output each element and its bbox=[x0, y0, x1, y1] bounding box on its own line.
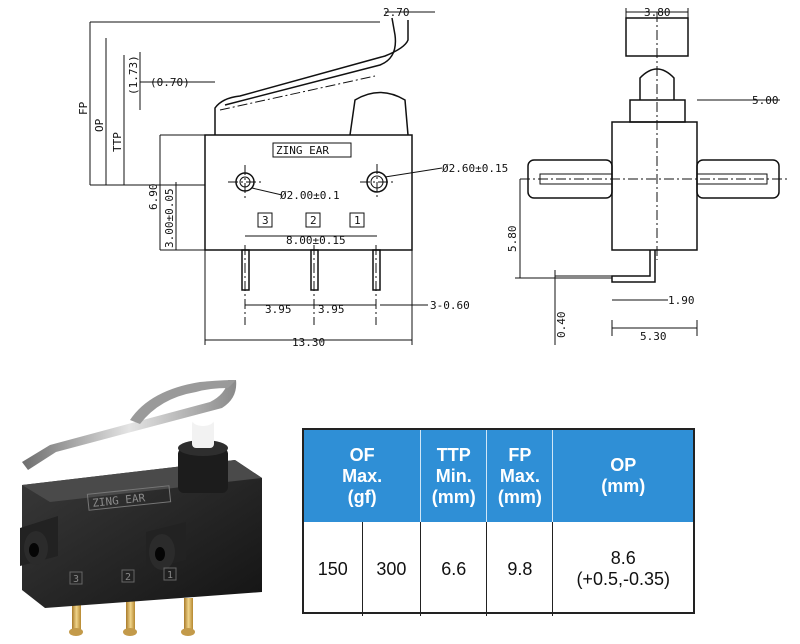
dim-hole-large: Ø2.60±0.15 bbox=[442, 162, 508, 175]
dim-ttp: TTP bbox=[111, 132, 124, 152]
dim-side-190: 1.90 bbox=[668, 294, 695, 307]
dim-fp: FP bbox=[77, 101, 90, 115]
photo-pin-3: 3 bbox=[73, 574, 79, 585]
header-ttp-line2: Min. bbox=[435, 465, 472, 486]
spec-value-row: 150 300 6.6 9.8 8.6 (+0.5,-0.35) bbox=[304, 522, 693, 616]
dim-lever-tip: (0.70) bbox=[150, 76, 190, 89]
dim-side-tube: 5.00 bbox=[752, 94, 779, 107]
switch-body-outline bbox=[204, 134, 413, 251]
cell-op-tolerance: (+0.5,-0.35) bbox=[576, 569, 670, 589]
dim-hole-small: Ø2.00±0.1 bbox=[280, 189, 340, 202]
pin-number-2: 2 bbox=[310, 214, 317, 227]
header-of: OF Max. (gf) bbox=[304, 430, 422, 522]
header-fp-line2: Max. bbox=[499, 465, 540, 486]
cell-fp: 9.8 bbox=[486, 522, 554, 616]
dim-height-690: 6.90 bbox=[147, 184, 160, 211]
header-ttp-line3: (mm) bbox=[431, 486, 476, 507]
side-body-outline bbox=[611, 121, 698, 251]
header-ttp-line1: TTP bbox=[436, 444, 471, 465]
metal-lever bbox=[22, 380, 237, 470]
cell-ttp: 6.6 bbox=[420, 522, 488, 616]
header-ttp: TTP Min. (mm) bbox=[420, 430, 488, 522]
side-view: 3.80 5.00 5.80 0.40 1.90 5.30 bbox=[506, 6, 790, 345]
dim-side-530: 5.30 bbox=[640, 330, 667, 343]
dim-hole-pitch: 8.00±0.15 bbox=[286, 234, 346, 247]
header-of-line1: OF bbox=[349, 444, 375, 465]
cell-of-150: 150 bbox=[304, 522, 363, 616]
header-of-line3: (gf) bbox=[347, 486, 377, 507]
dim-total-length: 13.30 bbox=[292, 336, 325, 349]
front-view: ZING EAR 3 2 3 1 2.70 FP OP TTP (1.73) (… bbox=[77, 6, 508, 349]
dim-side-top: 3.80 bbox=[644, 6, 671, 19]
plunger bbox=[192, 420, 214, 448]
spec-table: OF Max. (gf) TTP Min. (mm) FP Max. (mm) … bbox=[302, 428, 695, 616]
dim-side-040: 0.40 bbox=[555, 312, 568, 339]
dim-side-580: 5.80 bbox=[506, 226, 519, 253]
photo-pin-1: 1 bbox=[167, 570, 173, 581]
dim-pin-spacing-b: 3.95 bbox=[318, 303, 345, 316]
cell-of: 150 300 bbox=[304, 522, 422, 616]
drawing-brand-mark: ZING EAR bbox=[276, 144, 329, 157]
cell-op: 8.6 (+0.5,-0.35) bbox=[553, 522, 693, 616]
dim-pin-spacing-a: 3.95 bbox=[265, 303, 292, 316]
cell-of-300: 300 bbox=[376, 558, 407, 579]
lever-outline bbox=[214, 20, 409, 135]
header-of-line2: Max. bbox=[342, 465, 383, 486]
photo-brand-mark: ZING EAR bbox=[92, 491, 146, 510]
header-op-line1: OP bbox=[610, 455, 637, 475]
header-fp-line1: FP bbox=[508, 444, 532, 465]
dim-op: OP bbox=[93, 118, 106, 132]
dim-pin-width: 3-0.60 bbox=[430, 299, 470, 312]
product-photo: ZING EAR 3 2 1 bbox=[20, 380, 262, 636]
pin-number-3: 3 bbox=[262, 214, 269, 227]
dim-height-300: 3.00±0.05 bbox=[163, 188, 176, 248]
header-fp: FP Max. (mm) bbox=[486, 430, 554, 522]
header-op: OP (mm) bbox=[552, 430, 693, 522]
spec-header-row: OF Max. (gf) TTP Min. (mm) FP Max. (mm) … bbox=[304, 430, 693, 522]
header-fp-line3: (mm) bbox=[497, 486, 542, 507]
pin-number-1-label: 1 bbox=[354, 214, 361, 227]
dim-lever-offset: 2.70 bbox=[383, 6, 410, 19]
photo-pin-2: 2 bbox=[125, 572, 131, 583]
cell-op-nominal: 8.6 bbox=[610, 548, 636, 568]
dim-lever-height: (1.73) bbox=[127, 55, 140, 95]
header-op-line2: (mm) bbox=[601, 476, 646, 496]
technical-drawing: ZING EAR 3 2 3 1 2.70 FP OP TTP (1.73) (… bbox=[77, 6, 790, 349]
